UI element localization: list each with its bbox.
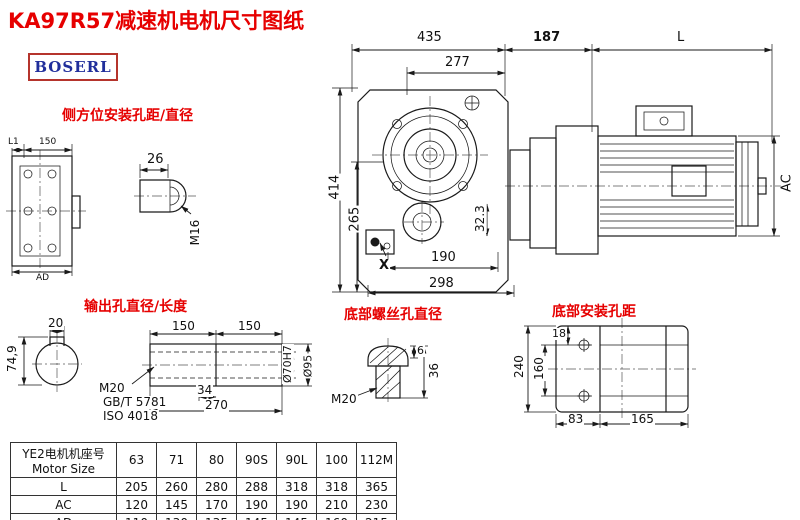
bottom-screw-view <box>367 345 409 399</box>
dim-keyway-height: 74,9 <box>4 344 19 373</box>
label-bottom-mount: 底部安装孔距 <box>552 304 636 320</box>
table-row: L 205 260 280 288 318 318 365 <box>10 477 397 496</box>
dim-keyway-width: 20 <box>47 316 65 331</box>
table-cell: 288 <box>236 477 277 496</box>
table-col-header: 63 <box>116 442 157 478</box>
table-cell: 145 <box>236 513 277 520</box>
table-cell: 160 <box>316 513 357 520</box>
dim-motor-ac: AC <box>779 173 796 194</box>
dim-axis-height: 265 <box>347 205 363 233</box>
dim-side-l1: L1 <box>7 137 20 148</box>
dim-total-height: 414 <box>327 173 343 201</box>
table-cell: 318 <box>276 477 317 496</box>
brand-logo-text: BOSERL <box>34 58 112 76</box>
dim-shaft-thread: M20 <box>98 381 126 396</box>
dim-shaft-total: 270 <box>204 398 229 413</box>
label-side-mount: 侧方位安装孔距/直径 <box>62 108 194 124</box>
table-cell: 190 <box>276 495 317 514</box>
table-row: AC 120 145 170 190 190 210 230 <box>10 495 397 514</box>
dim-mount-w2: 165 <box>630 412 655 427</box>
dim-screw-thread: M20 <box>330 392 358 407</box>
dim-foot-overall: 298 <box>428 276 455 292</box>
dim-side-ad: AD <box>35 273 51 284</box>
dim-screw-len: 36 <box>427 361 442 380</box>
table-cell: 170 <box>196 495 237 514</box>
table-cell: 205 <box>116 477 157 496</box>
dim-side-shaft-len: 26 <box>146 152 165 168</box>
table-col-header: 100 <box>316 442 357 478</box>
side-flange-view <box>11 155 81 267</box>
dim-screw-head: 6 <box>416 344 425 358</box>
table-cell: 280 <box>196 477 237 496</box>
brand-logo: BOSERL <box>28 53 118 81</box>
table-cell: 210 <box>316 495 357 514</box>
table-cell: 318 <box>316 477 357 496</box>
table-cell: 230 <box>356 495 397 514</box>
table-cell: 110 <box>116 513 157 520</box>
table-header-cell: YE2电机机座号 Motor Size <box>10 442 117 478</box>
dim-side-width: 150 <box>38 137 58 148</box>
center-lines <box>6 96 786 420</box>
dim-inner-width: 277 <box>444 55 471 71</box>
table-header-cn: YE2电机机座号 <box>22 446 105 461</box>
motor-size-table: YE2电机机座号 Motor Size 63 71 80 90S 90L 100… <box>10 442 397 520</box>
dim-mount-w1: 83 <box>567 412 585 427</box>
motor-side-view <box>509 105 767 255</box>
table-header-en: Motor Size <box>31 461 96 476</box>
table-col-header: 71 <box>156 442 197 478</box>
table-cell: 215 <box>356 513 397 520</box>
table-cell: 130 <box>156 513 197 520</box>
dim-angle-offset: 32.3 <box>472 204 487 233</box>
table-row: AD 110 130 135 145 145 160 215 <box>10 513 397 520</box>
dimension-lines <box>11 47 777 427</box>
dim-hub-dia: Ø95 <box>301 353 315 379</box>
dim-shaft-step: 34 <box>196 383 214 398</box>
table-cell: 260 <box>156 477 197 496</box>
table-cell: 365 <box>356 477 397 496</box>
table-row-label: AC <box>10 495 117 514</box>
dim-shaft-seg1: 150 <box>171 319 196 334</box>
table-cell: 190 <box>236 495 277 514</box>
dim-shaft-seg2: 150 <box>237 319 262 334</box>
dim-side-thread: M16 <box>188 218 203 247</box>
table-cell: 145 <box>156 495 197 514</box>
page-title: KA97R57减速机电机尺寸图纸 <box>8 9 305 33</box>
dim-bore-dia: Ø70H7 <box>280 344 295 385</box>
side-shaft-view <box>139 179 187 213</box>
table-col-header: 80 <box>196 442 237 478</box>
table-cell: 145 <box>276 513 317 520</box>
table-col-header: 90S <box>236 442 277 478</box>
dim-foot-inner: 190 <box>430 250 457 266</box>
table-col-header: 112M <box>356 442 397 478</box>
dim-top-overall: 435 <box>416 30 443 46</box>
dim-motor-length: L <box>676 30 686 46</box>
table-row-label: AD <box>10 513 117 520</box>
dim-shaft-std1: GB/T 5781 <box>102 395 168 410</box>
label-output-hole: 输出孔直径/长度 <box>84 299 188 315</box>
dim-mount-height: 240 <box>511 354 527 380</box>
table-col-header: 90L <box>276 442 317 478</box>
dim-shaft-std2: ISO 4018 <box>102 409 159 424</box>
keyed-bore-view <box>35 336 79 386</box>
label-bottom-screw: 底部螺丝孔直径 <box>344 307 442 323</box>
dim-mount-inner: 160 <box>531 356 547 382</box>
table-row-label: L <box>10 477 117 496</box>
dim-mount-edge: 18 <box>551 327 567 341</box>
table-cell: 120 <box>116 495 157 514</box>
dim-flange-width: 187 <box>532 30 562 46</box>
dim-x-marker: X <box>378 258 391 274</box>
table-cell: 135 <box>196 513 237 520</box>
